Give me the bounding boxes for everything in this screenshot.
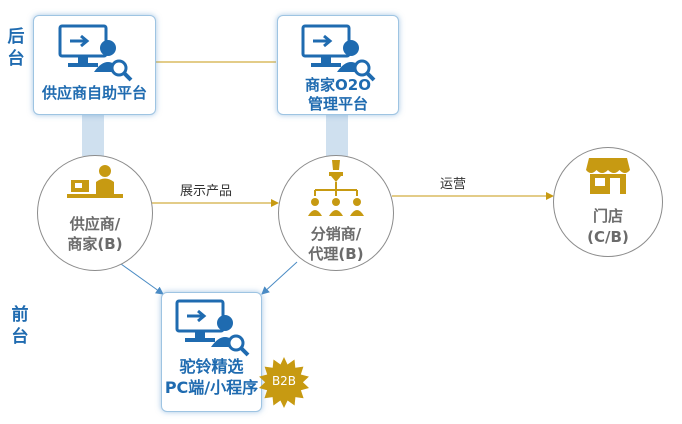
supplier-desk-icon bbox=[67, 165, 123, 198]
supplier-platform-card[interactable]: 供应商自助平台 bbox=[33, 15, 156, 115]
frontend-platform-card[interactable]: 驼铃精选 PC端/小程序 bbox=[161, 292, 262, 412]
distributor-node[interactable]: 分销商/ 代理(B) bbox=[278, 155, 394, 271]
merchant-platform-label-line2: 管理平台 bbox=[307, 95, 368, 113]
connector-distributor bbox=[326, 114, 348, 156]
b2b-badge-text: B2B bbox=[271, 374, 297, 388]
frontend-platform-label-line2: PC端/小程序 bbox=[164, 378, 259, 397]
edge-label-show-products: 展示产品 bbox=[180, 184, 233, 199]
starburst-badge-icon bbox=[259, 357, 309, 408]
distributor-node-label-line2: 代理(B) bbox=[308, 245, 364, 263]
merchant-platform-card[interactable]: 商家O2O 管理平台 bbox=[277, 15, 399, 115]
supplier-node-label-line1: 供应商/ bbox=[69, 215, 121, 233]
monitor-user-icon bbox=[175, 299, 249, 357]
store-node-label-line2: (C/B) bbox=[587, 228, 629, 246]
store-node[interactable]: 门店 (C/B) bbox=[553, 147, 663, 257]
store-node-label-line1: 门店 bbox=[592, 207, 623, 225]
arrow-distributor-front bbox=[261, 261, 298, 295]
arrow-supplier-front bbox=[113, 258, 164, 295]
side-label-back: 后台 bbox=[7, 27, 25, 69]
connector-supplier bbox=[82, 114, 104, 156]
storefront-icon bbox=[586, 158, 630, 194]
monitor-user-icon bbox=[58, 24, 132, 82]
edge-label-operate: 运营 bbox=[440, 177, 467, 192]
supplier-platform-label: 供应商自助平台 bbox=[41, 84, 147, 102]
distribution-network-icon bbox=[308, 160, 364, 216]
distributor-node-label-line1: 分销商/ bbox=[310, 225, 362, 243]
supplier-node[interactable]: 供应商/ 商家(B) bbox=[37, 155, 153, 271]
b2b-badge: B2B bbox=[255, 355, 313, 413]
supplier-node-label-line2: 商家(B) bbox=[67, 235, 123, 253]
side-label-front: 前台 bbox=[11, 305, 29, 347]
monitor-user-icon bbox=[301, 24, 376, 82]
merchant-platform-label-line1: 商家O2O bbox=[305, 76, 371, 94]
frontend-platform-label-line1: 驼铃精选 bbox=[179, 357, 244, 376]
